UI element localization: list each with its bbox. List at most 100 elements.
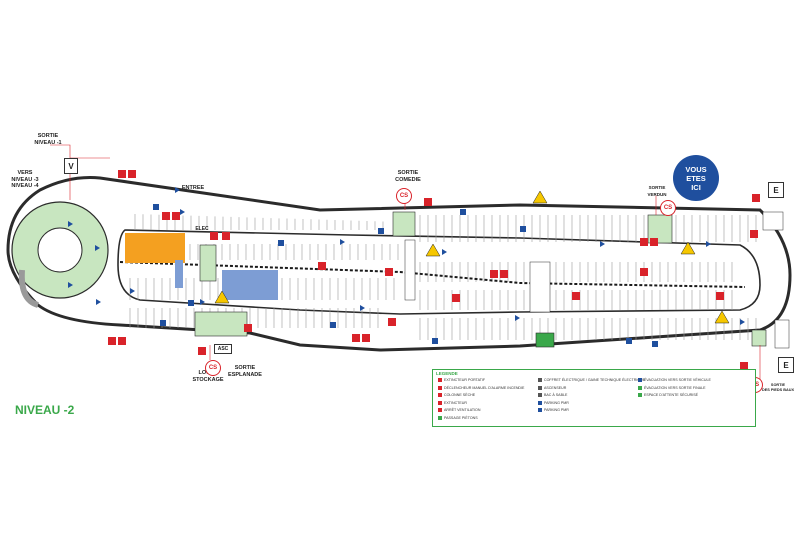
label-sortie-n1: SORTIE NIVEAU -1 [34, 133, 62, 146]
fire-extinguisher-icon [198, 347, 206, 355]
label-elec: ELEC [195, 226, 209, 232]
legend-item: COFFRET ÉLECTRIQUE / GAINE TECHNIQUE ÉLE… [538, 378, 645, 382]
arrow-icon [175, 187, 180, 193]
arrow-icon [515, 315, 520, 321]
fire-extinguisher-icon [385, 268, 393, 276]
fire-extinguisher-icon [424, 198, 432, 206]
level-title: NIVEAU -2 [15, 403, 75, 417]
legend-swatch [638, 385, 642, 390]
warning-icon [532, 190, 548, 204]
label-sortie-pieds: SORTIE DES PIEDS BAUX [761, 383, 795, 392]
asc-box: ASC [214, 344, 232, 354]
arrow-icon [68, 221, 73, 227]
parking-icon [188, 300, 194, 306]
arrow-icon [68, 282, 73, 288]
stairs [404, 211, 790, 349]
legend-text: ARRÊT VENTILATION [444, 408, 481, 412]
fire-extinguisher-icon [352, 334, 360, 342]
legend-text: EXTINCTEUR [444, 400, 467, 405]
legend-item: ESPACE D'ATTENTE SÉCURISÉ [638, 393, 698, 397]
label-vers-n3: VERS NIVEAU -3 NIVEAU -4 [11, 170, 39, 189]
arrow-icon [600, 241, 605, 247]
arrow-icon [442, 249, 447, 255]
center-lane [119, 261, 746, 288]
arrows [68, 187, 745, 325]
storage-orange-zone [125, 233, 185, 263]
arrow-icon [180, 209, 185, 215]
legend-swatch [438, 400, 442, 405]
fire-extinguisher-icon [490, 270, 498, 278]
arrow-icon [340, 239, 345, 245]
parking-icon [378, 228, 384, 234]
label-sortie-esplanade: SORTIE ESPLANADE [228, 365, 262, 378]
fire-extinguisher-icon [640, 268, 648, 276]
legend-item: BAC À SABLE [538, 393, 567, 397]
label-sortie-comedie: SORTIE COMEDIE [395, 170, 421, 183]
arrow-icon [360, 305, 365, 311]
fire-extinguisher-icon [172, 212, 180, 220]
legend-item: ÉVACUATION VERS SORTIE VÉHICULE [638, 378, 711, 382]
fire-extinguisher-icon [640, 238, 648, 246]
fire-extinguisher-icon [752, 194, 760, 202]
you-are-here-badge: VOUS ETES ICI [673, 155, 719, 201]
label-sortie-verdun: SORTIE VERDUN [647, 185, 667, 197]
legend-text: ÉVACUATION VERS SORTIE VÉHICULE [644, 378, 711, 382]
pmr-zone-small [175, 260, 183, 288]
fire-extinguisher-icon [716, 292, 724, 300]
fire-extinguisher-icon [118, 337, 126, 345]
parking-icon [278, 240, 284, 246]
legend-item: EXTINCTEUR PORTATIF [438, 378, 485, 382]
legend-swatch [538, 393, 542, 397]
you-line-3: ICI [691, 182, 701, 192]
v-marker: V [64, 158, 78, 174]
fire-extinguisher-icon [318, 262, 326, 270]
parking-icon [460, 209, 466, 215]
arrow-icon [96, 299, 101, 305]
legend-item: PARKING PMR [538, 408, 569, 412]
fire-extinguisher-icon [128, 170, 136, 178]
legend-item: ÉVACUATION VERS SORTIE FINALE [638, 385, 706, 390]
legend-title: LEGENDE [436, 371, 458, 376]
fire-extinguisher-icon [108, 337, 116, 345]
e-marker-top: E [768, 182, 784, 198]
parking-icon [626, 338, 632, 344]
legend-text: COLONNE SÈCHE [444, 393, 476, 397]
fire-extinguisher-icon [118, 170, 126, 178]
arrow-icon [200, 299, 205, 305]
legend-text: PARKING PMR [544, 400, 569, 405]
warning-icon [680, 241, 696, 255]
fire-extinguisher-icon [500, 270, 508, 278]
legend-item: PASSAGE PIÉTONS [438, 415, 478, 420]
legend-text: ÉVACUATION VERS SORTIE FINALE [644, 385, 706, 390]
parking-icon [160, 320, 166, 326]
label-entree: ENTREE [181, 185, 205, 191]
legend-text: BAC À SABLE [544, 393, 568, 397]
legend-text: ESPACE D'ATTENTE SÉCURISÉ [644, 393, 699, 397]
legend-text: DÉCLENCHEUR MANUEL D'ALARME INCENDIE [444, 385, 525, 390]
garage-outline [6, 176, 792, 352]
cs-marker-esplanade: CS [205, 360, 221, 376]
fire-extinguisher-icon [210, 232, 218, 240]
arrow-icon [740, 319, 745, 325]
you-line-1: VOUS [685, 164, 707, 174]
parking-icon [330, 322, 336, 328]
legend-swatch [438, 378, 442, 382]
fire-extinguisher-icon [362, 334, 370, 342]
legend-item: ARRÊT VENTILATION [438, 408, 480, 412]
fire-extinguisher-icon [650, 238, 658, 246]
legend-swatch [538, 378, 542, 382]
legend-text: EXTINCTEUR PORTATIF [444, 378, 486, 382]
parking-icon [153, 204, 159, 210]
e-marker-bottom: E [778, 357, 794, 373]
parking-icons [153, 204, 658, 347]
legend-item: PARKING PMR [538, 400, 569, 405]
fire-extinguisher-icon [162, 212, 170, 220]
warning-icon [714, 310, 730, 324]
legend-item: ASCENSEUR [538, 385, 566, 390]
legend-text: PARKING PMR [544, 408, 569, 412]
cs-marker-verdun: CS [660, 200, 676, 216]
warning-icon [425, 243, 441, 257]
arrow-icon [130, 288, 135, 294]
legend-text: PASSAGE PIÉTONS [444, 415, 478, 420]
